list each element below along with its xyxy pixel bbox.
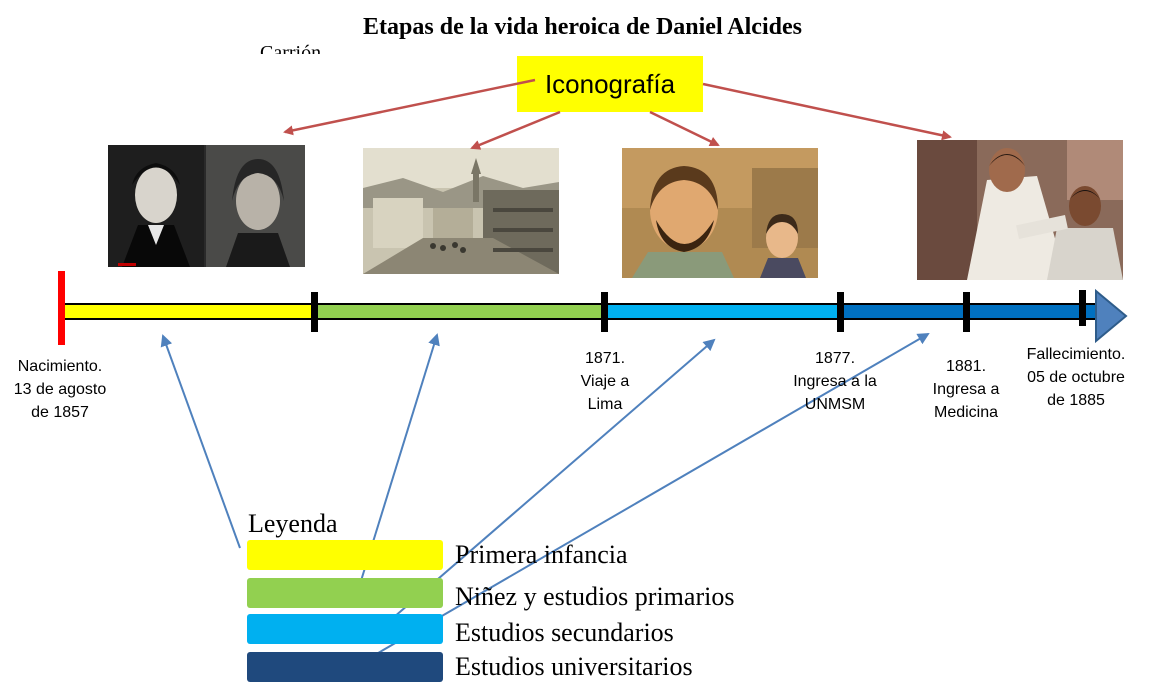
timeline-tick — [601, 292, 608, 332]
timeline-segment-primera-infancia — [62, 303, 314, 320]
timeline-tick — [1079, 290, 1086, 326]
timeline-tick — [311, 292, 318, 332]
page-title: Etapas de la vida heroica de Daniel Alci… — [363, 14, 802, 40]
legend-label-primera-infancia: Primera infancia — [455, 540, 628, 569]
milestone-label-1881: 1881. Ingresa a Medicina — [932, 358, 1000, 421]
milestone-label-1871: 1871. Viaje a Lima — [580, 350, 630, 413]
legend-label-universitarios: Estudios universitarios — [455, 652, 693, 681]
partial-subtitle-text: Carrión — [260, 42, 322, 54]
old-town-postcard-photo — [363, 148, 559, 274]
red-arrow-2 — [470, 110, 561, 150]
medical-scene-photo — [917, 140, 1123, 280]
milestone-label-1877: 1877. Ingresa a la UNMSM — [793, 350, 877, 413]
red-arrow-4 — [702, 82, 952, 141]
animated-scene-photo — [622, 148, 818, 278]
timeline-segment-secundarios — [604, 303, 840, 320]
timeline-segment-ninez — [314, 303, 604, 320]
legend-swatch-primera-infancia — [247, 540, 443, 570]
blue-arrow-1 — [160, 334, 241, 549]
iconografia-label: Iconografía — [544, 68, 676, 99]
iconografia-box: Iconografía — [517, 56, 703, 112]
timeline-tick — [837, 292, 844, 332]
legend-label-ninez: Niñez y estudios primarios — [455, 582, 735, 611]
red-arrow-1 — [283, 78, 536, 136]
timeline-start-tick — [58, 271, 65, 345]
milestone-label-nacimiento: Nacimiento. 13 de agosto de 1857 — [13, 358, 107, 421]
portrait-parents-photo — [108, 145, 305, 267]
legend-title: Leyenda — [248, 509, 338, 538]
legend-swatch-secundarios — [247, 614, 443, 644]
legend-swatch-ninez — [247, 578, 443, 608]
red-arrow-3 — [649, 110, 720, 147]
timeline-tick — [963, 292, 970, 332]
timeline-arrowhead — [1095, 288, 1128, 344]
milestone-label-fallecimiento: Fallecimiento. 05 de octubre de 1885 — [1026, 346, 1126, 409]
legend-label-secundarios: Estudios secundarios — [455, 618, 674, 647]
legend-swatch-universitarios — [247, 652, 443, 682]
